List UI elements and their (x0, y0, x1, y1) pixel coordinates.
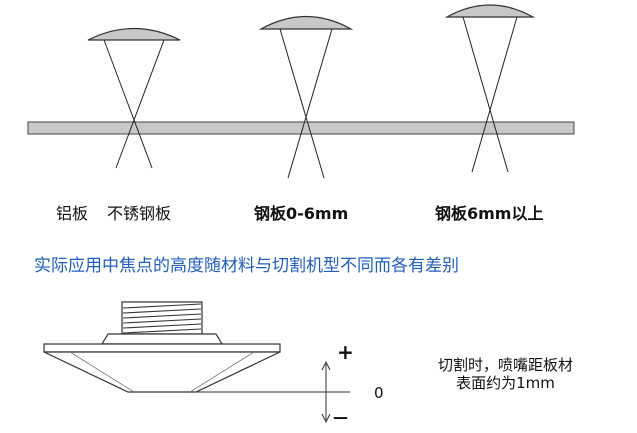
caption-steel-thin: 钢板0-6mm (254, 204, 349, 223)
lens-steel-thick (444, 4, 536, 18)
nozzle-neck (100, 333, 224, 345)
lens-group-aluminum (87, 27, 181, 169)
scale-arrow-up (321, 360, 331, 371)
cone-inner-left (69, 351, 135, 393)
cone-inner-right (189, 351, 255, 393)
caption-stainless: 不锈钢板 (107, 204, 172, 223)
nozzle-note-line1: 切割时，喷嘴距板材 (438, 356, 574, 374)
lens-steel-thin (258, 15, 354, 30)
nozzle-flange (43, 343, 281, 353)
beam-left-aluminum (103, 39, 153, 169)
beam-left-steel-thick (462, 16, 509, 173)
caption-aluminum: 铝板 (56, 204, 89, 223)
beam-right-aluminum (115, 39, 165, 169)
lens-aluminum (87, 27, 181, 41)
beam-right-steel-thick (471, 16, 518, 173)
scale-minus-label: — (333, 408, 348, 426)
caption-steel-thick: 钢板6mm以上 (435, 204, 544, 223)
scale-zero-label: 0 (374, 384, 384, 402)
scale-plus-label: + (337, 340, 354, 364)
scale-arrow-down (321, 413, 331, 424)
nozzle-thread (121, 301, 203, 335)
thread-lines (122, 303, 202, 334)
beam-right-steel-thin (287, 28, 333, 179)
nozzle-distance-note: 切割时，喷嘴距板材 表面约为1mm (438, 356, 573, 392)
nozzle-note-line2: 表面约为1mm (456, 374, 555, 392)
nozzle (43, 301, 350, 393)
focus-height-note: 实际应用中焦点的高度随材料与切割机型不同而各有差别 (34, 256, 459, 276)
steel-plate (27, 121, 575, 135)
lens-group-steel-thick (444, 4, 536, 173)
height-scale (321, 360, 331, 424)
beam-left-steel-thin (279, 28, 325, 179)
lens-group-steel-thin (258, 15, 354, 179)
